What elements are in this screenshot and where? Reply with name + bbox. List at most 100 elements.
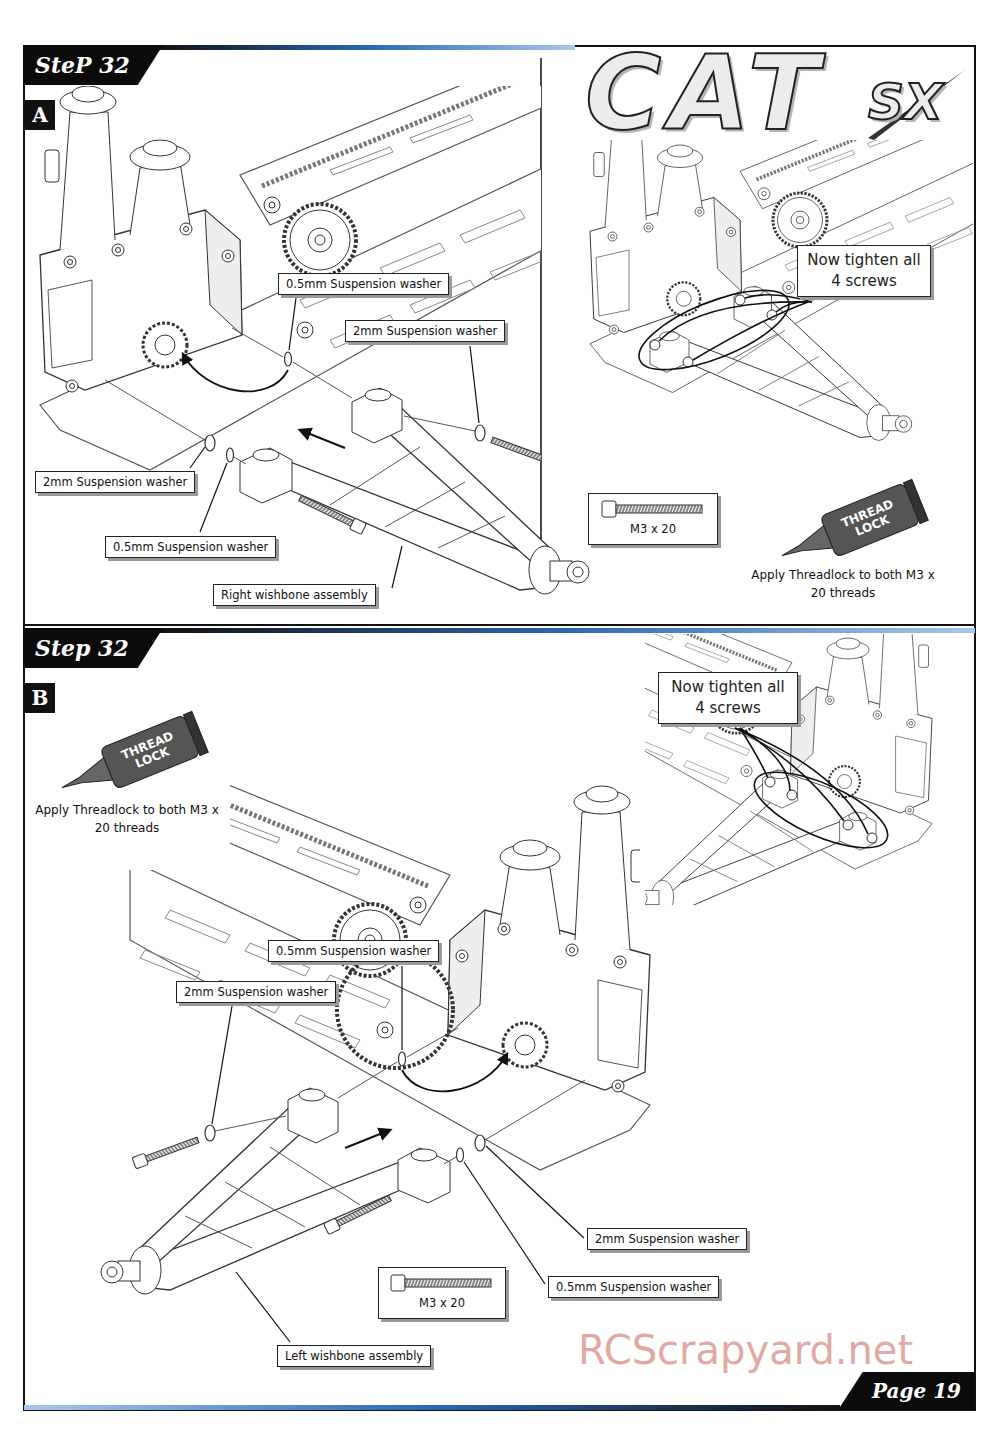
instruction-box: Now tighten all 4 screws (797, 245, 931, 297)
leader-line (401, 966, 402, 1050)
screw-head (765, 777, 775, 787)
chassis-illustration (40, 45, 589, 594)
threadlock-tube (777, 526, 832, 567)
leader-line (470, 346, 479, 423)
screw-size: M3 x 20 (589, 522, 717, 536)
screw-head (765, 777, 877, 843)
leader-line (776, 302, 812, 312)
chassis-illustration (40, 45, 589, 594)
step-number: Step 32 (23, 628, 129, 668)
threadlock-tube (774, 479, 929, 576)
part-name: 0.5mm Suspension washer (286, 277, 441, 291)
step-banner: SteP 32 (23, 45, 163, 85)
screw-head (683, 357, 693, 367)
page-frame (24, 624, 975, 626)
part-callout: 0.5mm Suspension washer (268, 940, 439, 962)
screw-head (735, 295, 745, 305)
leader-line (735, 728, 844, 821)
chassis-illustration (645, 634, 932, 905)
part-callout: 2mm Suspension washer (345, 320, 505, 342)
leader-line (629, 274, 798, 386)
threadlock-tube (820, 483, 920, 558)
instruction-text: Now tighten all 4 screws (667, 677, 789, 719)
logo-text: CAT (585, 38, 827, 148)
chassis-illustration (590, 140, 973, 441)
instruction-box: Now tighten all 4 screws (658, 672, 798, 724)
leader-line (659, 302, 808, 341)
leader-line (212, 966, 584, 1342)
screw-size: M3 x 20 (379, 1296, 505, 1310)
leader-line (693, 302, 808, 360)
part-name: Left wishbone assembly (285, 1349, 423, 1363)
leader-line (212, 1006, 232, 1124)
part-callout: 0.5mm Suspension washer (278, 273, 449, 295)
screw-icon (391, 1275, 405, 1291)
leader-line (464, 1162, 545, 1284)
part-name: Right wishbone assembly (221, 588, 368, 602)
screw-icon (602, 501, 616, 517)
leader-line (200, 463, 227, 532)
tube-label: THREAD LOCK (115, 728, 184, 776)
chassis-illustration (590, 140, 973, 441)
leader-line (740, 728, 790, 791)
sub-step-badge: B (25, 683, 55, 713)
page-frame (540, 58, 542, 540)
leader-line (289, 298, 296, 350)
page-frame (24, 45, 975, 1410)
threadlock-tube (57, 758, 112, 799)
logo-slash (868, 70, 965, 140)
screw-head (787, 790, 797, 800)
screw-icon (387, 1272, 497, 1294)
chassis-illustration (645, 634, 932, 905)
step-banner-shape (23, 628, 163, 668)
threadlock-tube (183, 711, 208, 755)
page-frame (160, 45, 575, 50)
sub-step-badge: A (25, 100, 55, 130)
screw-icon (598, 498, 708, 520)
part-callout: Left wishbone assembly (277, 1345, 431, 1367)
instruction-text: Now tighten all 4 screws (806, 250, 922, 292)
part-callout: 2mm Suspension washer (35, 471, 195, 493)
threadlock-tube (903, 479, 928, 523)
part-name: 0.5mm Suspension washer (113, 540, 268, 554)
chassis-illustration (650, 286, 912, 441)
screw-head (843, 820, 853, 830)
sub-step-letter: A (25, 100, 55, 130)
screw-head (650, 295, 777, 367)
screw-icon (405, 1279, 491, 1287)
leader-line (745, 757, 898, 863)
part-callout: 0.5mm Suspension washer (105, 536, 276, 558)
page-frame (24, 46, 975, 1410)
chassis-illustration (645, 634, 932, 869)
screw-head (867, 833, 877, 843)
part-name: 2mm Suspension washer (353, 324, 497, 338)
sub-step-letter: B (25, 683, 55, 713)
tube-label: THREAD LOCK (835, 496, 904, 544)
leader-line (236, 1272, 290, 1342)
part-callout: Right wishbone assembly (213, 584, 376, 606)
logo-text: SX (868, 74, 943, 130)
part-name: 0.5mm Suspension washer (556, 1280, 711, 1294)
leader-line (392, 546, 402, 588)
part-name: 0.5mm Suspension washer (276, 944, 431, 958)
leader-line (190, 447, 205, 468)
screw-icon (616, 505, 702, 513)
page-frame (160, 628, 975, 633)
part-callout: 2mm Suspension washer (587, 1228, 747, 1250)
leader-line (629, 274, 812, 386)
chassis-illustration (590, 140, 973, 393)
page-number: Page 19 (838, 1372, 961, 1410)
part-callout: 0.5mm Suspension washer (548, 1276, 719, 1298)
screw-callout: M3 x 20 (588, 493, 718, 545)
page-frame (24, 1405, 840, 1410)
leader-line (735, 728, 897, 863)
chassis-illustration (645, 770, 876, 905)
leader-line (740, 728, 768, 778)
screw-callout: M3 x 20 (378, 1267, 506, 1319)
instruction-note: Apply Threadlock to both M3 x 20 threads (31, 800, 223, 838)
part-name: 2mm Suspension washer (43, 475, 187, 489)
part-name: 2mm Suspension washer (184, 985, 328, 999)
instruction-note: Apply Threadlock to both M3 x 20 threads (747, 565, 939, 603)
